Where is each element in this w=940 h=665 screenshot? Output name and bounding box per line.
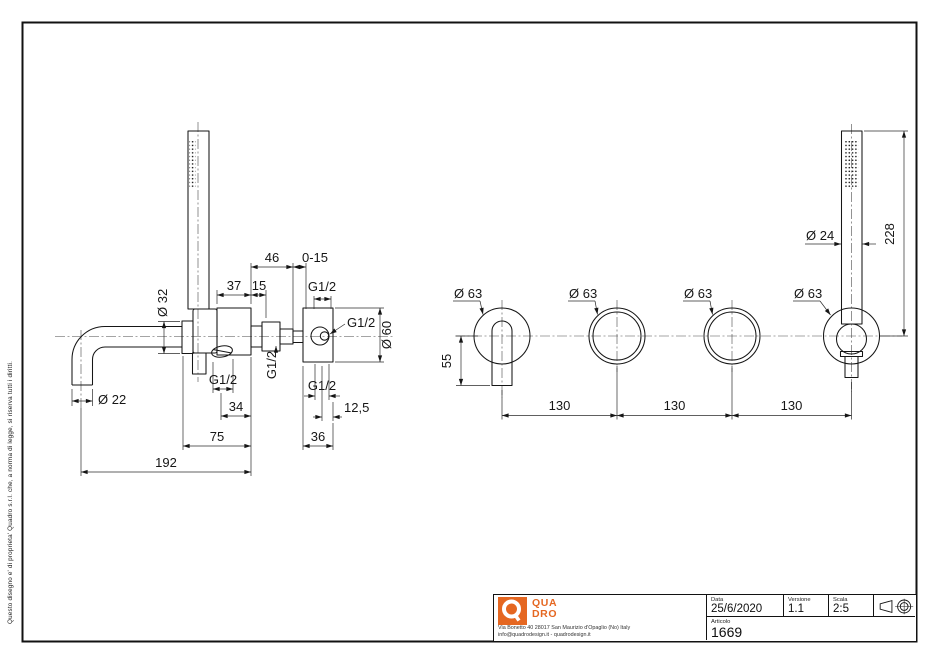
copyright-note: Questo disegno e' di proprieta' Quadro s… <box>7 360 14 624</box>
dim-label-d22: Ø 22 <box>98 392 126 407</box>
spout-side <box>71 325 182 386</box>
front-view-dimensions: 55 130 130 130 Ø 63 Ø 63 Ø 63 Ø 63 <box>439 130 908 420</box>
coupling-pipes <box>250 321 304 352</box>
dim-label-12-5: 12,5 <box>344 400 369 415</box>
dim-label-34: 34 <box>229 399 243 414</box>
address-line: Via Bonetto 40 28017 San Maurizio d'Opag… <box>498 625 631 631</box>
dim-label-d63-1: Ø 63 <box>454 286 482 301</box>
front-view <box>455 124 902 398</box>
data-label: Data <box>711 597 724 603</box>
dim-label-d63-3: Ø 63 <box>684 286 712 301</box>
title-block-divider-v1 <box>706 595 708 640</box>
dim-label-g12-coupling: G1/2 <box>264 351 279 379</box>
dim-label-g12-top: G1/2 <box>308 279 336 294</box>
scala-label: Scala <box>833 597 848 603</box>
dim-label-37: 37 <box>227 278 241 293</box>
brand-line-bottom: DRO <box>532 608 558 620</box>
versione-label: Versione <box>788 597 811 603</box>
contacts-line: info@quadrodesign.it - quadrodesign.it <box>498 632 591 638</box>
dim-label-d32: Ø 32 <box>155 289 170 317</box>
data-value: 25/6/2020 <box>711 603 763 615</box>
dim-label-g12-side: G1/2 <box>347 315 375 330</box>
mixer-body-side <box>181 307 252 375</box>
dim-label-d60: Ø 60 <box>379 321 394 349</box>
articolo-value: 1669 <box>711 624 743 640</box>
wall-elbow-side <box>302 307 334 363</box>
dim-label-130-1: 130 <box>549 398 571 413</box>
spray-face-dots <box>189 141 196 189</box>
dim-label-46: 46 <box>265 250 279 265</box>
dim-label-d63-4: Ø 63 <box>794 286 822 301</box>
dim-label-d63-2: Ø 63 <box>569 286 597 301</box>
dim-label-130-3: 130 <box>781 398 803 413</box>
versione-value: 1.1 <box>788 603 804 615</box>
side-view <box>55 122 393 408</box>
page-border <box>21 21 918 643</box>
dim-label-75: 75 <box>210 429 224 444</box>
handle-front-left <box>588 307 646 365</box>
title-block: QUA DRO Via Bonetto 40 28017 San Maurizi… <box>493 594 917 642</box>
brand-line-top: QUA <box>532 597 558 609</box>
hose-outlet-port <box>211 345 233 358</box>
handle-front-right <box>703 307 761 365</box>
dim-label-d24: Ø 24 <box>806 228 834 243</box>
articolo-label: Articolo <box>711 618 731 625</box>
dim-label-130-2: 130 <box>664 398 686 413</box>
dim-label-0-15: 0-15 <box>302 250 328 265</box>
brand-text: QUA DRO <box>532 598 557 620</box>
title-block-divider-v3 <box>828 595 830 616</box>
dim-label-g12-hose: G1/2 <box>209 372 237 387</box>
side-view-dimensions: 37 15 46 0-15 G1/2 Ø 32 Ø 22 <box>71 250 394 476</box>
dim-label-15: 15 <box>252 278 266 293</box>
hand-shower-side <box>187 130 210 310</box>
title-block-divider-h <box>706 616 915 618</box>
dim-label-228: 228 <box>882 223 897 245</box>
hand-shower-front <box>822 130 881 379</box>
title-block-divider-v4 <box>873 595 875 616</box>
title-block-divider-v2 <box>783 595 785 616</box>
company-address: Via Bonetto 40 28017 San Maurizio d'Opag… <box>498 625 630 639</box>
scala-value: 2:5 <box>833 603 849 615</box>
dim-label-55: 55 <box>439 354 454 368</box>
dim-label-36: 36 <box>311 429 325 444</box>
quadro-logo-icon <box>498 597 527 625</box>
spray-face-dots-front <box>845 141 859 189</box>
projection-symbol-icon <box>879 598 914 615</box>
dim-label-192: 192 <box>155 455 177 470</box>
